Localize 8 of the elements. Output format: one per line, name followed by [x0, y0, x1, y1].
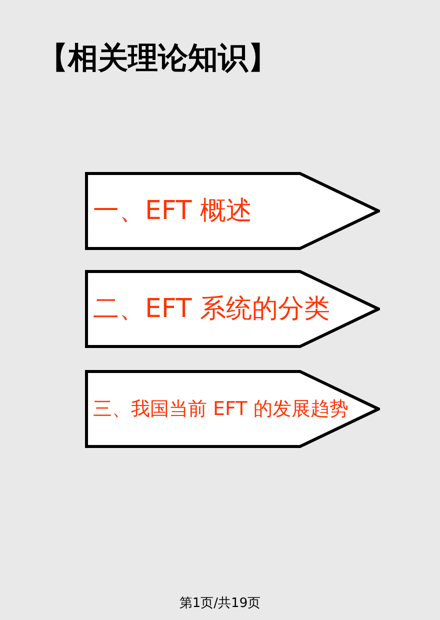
arrow-shaped-box — [85, 270, 380, 348]
page-number: 第1页/共19页 — [178, 595, 262, 612]
arrow-shaped-box — [85, 172, 380, 250]
section-heading: 一、EFT 概述 — [92, 195, 252, 228]
section-heading: 二、EFT 系统的分类 — [92, 293, 330, 326]
section-heading: 三、我国当前 EFT 的发展趋势 — [92, 397, 348, 422]
slide-title: 【相关理论知识】 — [38, 40, 278, 78]
arrow-shaped-box — [85, 370, 380, 448]
